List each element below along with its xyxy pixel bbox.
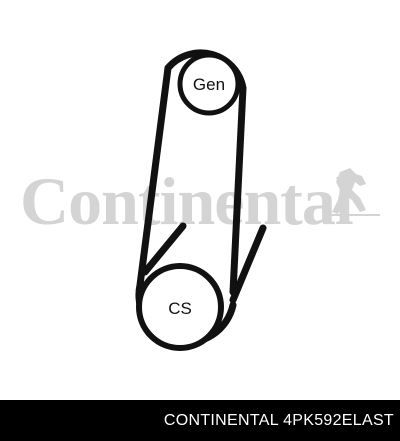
generator-pulley: Gen	[177, 52, 241, 116]
generator-pulley-label: Gen	[193, 75, 225, 94]
crankshaft-pulley-label: CS	[168, 299, 192, 318]
crankshaft-pulley-circle	[136, 263, 224, 351]
crankshaft-pulley: CS	[136, 263, 224, 351]
belt-right-tail	[229, 224, 267, 304]
part-number-footer: CONTINENTAL 4PK592ELAST	[0, 400, 400, 441]
continental-watermark: Continental	[20, 163, 380, 239]
watermark-brand-text: Continental	[20, 163, 353, 239]
belt-left-tail	[141, 222, 187, 276]
generator-pulley-circle	[177, 52, 241, 116]
part-number-text: CONTINENTAL 4PK592ELAST	[163, 411, 394, 429]
belt-routing-diagram: Continental Gen CS	[20, 49, 380, 351]
rearing-horse-icon	[328, 168, 380, 216]
